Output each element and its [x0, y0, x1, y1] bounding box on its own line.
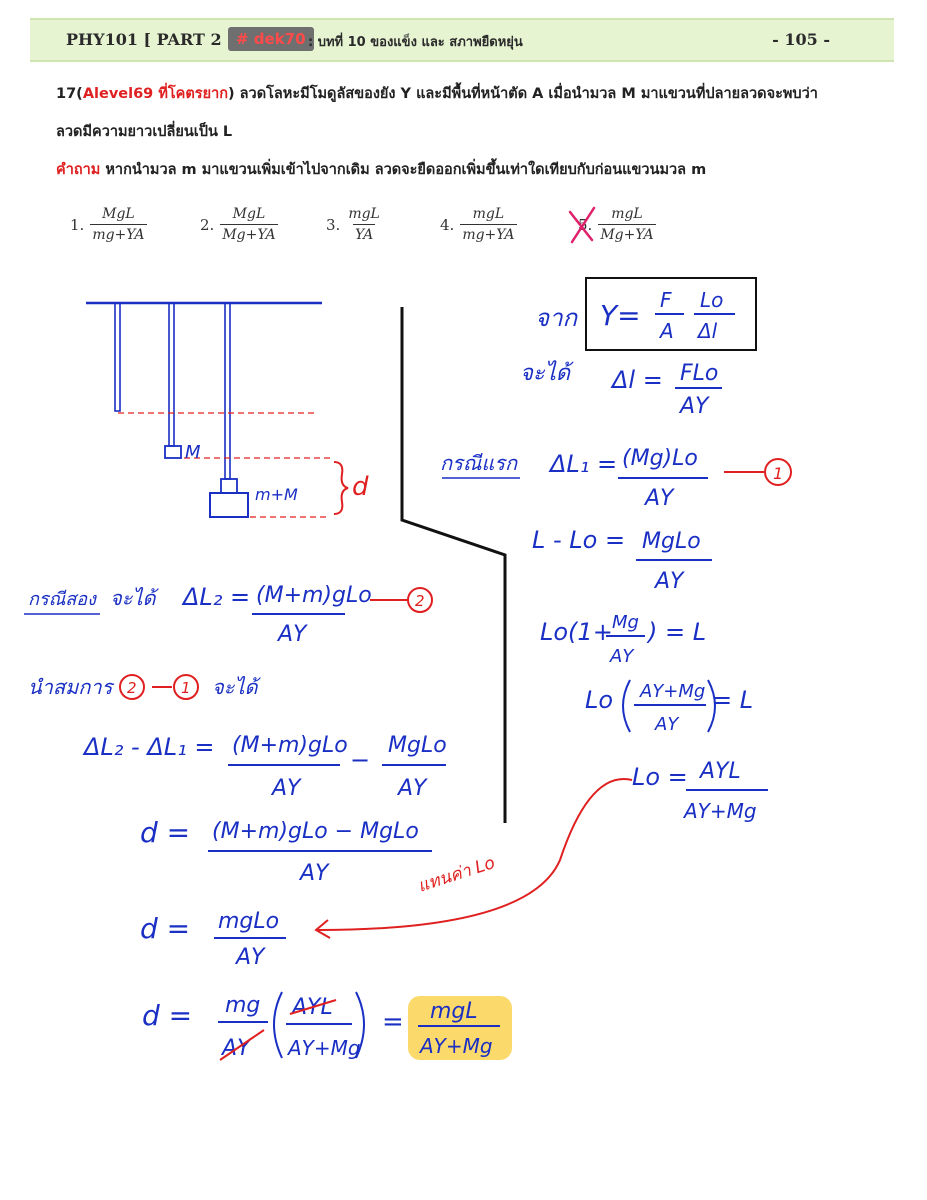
svg-text:(M+m)gLo − MgLo: (M+m)gLo − MgLo [212, 819, 419, 844]
svg-text:MgLo: MgLo [642, 529, 701, 554]
svg-text:ΔL₁ =: ΔL₁ = [548, 450, 617, 478]
left-derivation: กรณีสอง จะได้ ΔL₂ = (M+m)gLo AY 2 นำสมกา… [24, 583, 633, 1061]
course-title: PHY101 [ PART 2 ] [66, 30, 235, 49]
svg-text:1: 1 [773, 464, 783, 483]
svg-text:ΔL₂ =: ΔL₂ = [181, 583, 250, 611]
svg-text:MgLo: MgLo [388, 733, 447, 758]
label-mass-mM: m+M [255, 485, 298, 504]
answer-highlight [408, 996, 512, 1060]
prompt-text: หากนำมวล m มาแขวนเพิ่มเข้าไปจากเดิม ลวดจ… [100, 162, 707, 178]
page-header: PHY101 [ PART 2 ] # dek70 : บทที่ 10 ของ… [30, 18, 894, 62]
answer-denominator: AY+Mg [418, 1034, 493, 1058]
svg-text:d =: d = [140, 912, 190, 945]
svg-text:Lo: Lo [700, 288, 723, 312]
svg-text:จะได้: จะได้ [520, 360, 574, 386]
svg-text:จะได้: จะได้ [110, 586, 160, 610]
svg-text:2: 2 [127, 679, 137, 697]
svg-text:FLo: FLo [680, 361, 718, 386]
chapter-title: : บทที่ 10 ของแข็ง และ สภาพยืดหยุ่น [308, 35, 523, 50]
svg-text:1: 1 [181, 679, 191, 697]
page-number: - 105 - [772, 30, 830, 49]
svg-text:AY: AY [653, 569, 685, 594]
svg-text:A: A [658, 319, 674, 343]
svg-text:Δl: Δl [696, 319, 718, 343]
svg-text:F: F [660, 288, 672, 312]
svg-text:Y=: Y= [600, 299, 641, 332]
svg-text:กรณีแรก: กรณีแรก [440, 451, 518, 475]
svg-text:Lo: Lo [585, 686, 613, 714]
question-number: 17( [56, 86, 83, 102]
svg-text:= L: = L [712, 686, 753, 714]
svg-text:mg: mg [225, 993, 260, 1018]
svg-text:2: 2 [415, 592, 425, 610]
svg-text:Lo =: Lo = [632, 763, 688, 791]
svg-text:d =: d = [142, 999, 192, 1032]
svg-text:AY: AY [270, 776, 302, 801]
answer-numerator: mgL [430, 999, 478, 1024]
svg-text:AY: AY [298, 861, 330, 886]
svg-text:AY: AY [654, 714, 680, 735]
formula-box [585, 277, 757, 351]
right-derivation: จาก Y= F A Lo Δl จะได้ Δl = FLo AY กรณีแ… [440, 277, 792, 823]
svg-text:AY: AY [609, 646, 635, 667]
question-prompt: คำถาม หากนำมวล m มาแขวนเพิ่มเข้าไปจากเดิ… [56, 158, 706, 181]
svg-text:กรณีสอง: กรณีสอง [28, 589, 97, 610]
label-mass-M: M [185, 442, 201, 463]
hashtag-badge: # dek70 [228, 27, 314, 51]
svg-text:ΔL₂ - ΔL₁ =: ΔL₂ - ΔL₁ = [82, 733, 214, 761]
svg-text:AYL: AYL [698, 759, 741, 784]
svg-text:AY+Mg: AY+Mg [286, 1036, 361, 1060]
svg-text:จะได้: จะได้ [212, 675, 262, 699]
svg-text:Mg: Mg [612, 612, 639, 633]
question-line-2: ลวดมีความยาวเปลี่ยนเป็น L [56, 120, 232, 143]
question-line-1: 17(Alevel69 ที่โคตรยาก) ลวดโลหะมีโมดูลัส… [56, 82, 818, 105]
substitution-note: แทนค่า Lo [415, 853, 497, 897]
svg-text:AY+Mg: AY+Mg [682, 799, 757, 823]
svg-text:นำสมการ: นำสมการ [28, 675, 115, 699]
answer-cross-mark [568, 206, 596, 244]
question-text-1: ) ลวดโลหะมีโมดูลัสของยัง Y และมีพื้นที่ห… [228, 86, 818, 102]
svg-text:AY: AY [396, 776, 428, 801]
question-text-2: ลวดมีความยาวเปลี่ยนเป็น L [56, 124, 233, 140]
section-divider [400, 307, 507, 823]
svg-text:AY: AY [234, 945, 266, 970]
svg-text:) = L: ) = L [646, 618, 706, 646]
label-d: d [352, 472, 369, 502]
svg-text:AY: AY [276, 622, 308, 647]
svg-text:d =: d = [140, 816, 190, 849]
svg-text:AY+Mg: AY+Mg [639, 681, 705, 702]
svg-text:−: − [350, 746, 370, 774]
question-source: Alevel69 ที่โคตรยาก [82, 86, 228, 102]
svg-text:Δl =: Δl = [610, 366, 663, 394]
svg-text:จาก: จาก [535, 304, 579, 332]
svg-text:=: = [382, 1007, 404, 1037]
svg-text:(M+m)gLo: (M+m)gLo [256, 583, 372, 608]
svg-text:mgLo: mgLo [218, 909, 279, 934]
svg-text:(Mg)Lo: (Mg)Lo [622, 446, 698, 471]
svg-text:AY: AY [643, 486, 675, 511]
svg-text:L - Lo =: L - Lo = [532, 526, 625, 554]
svg-text:(M+m)gLo: (M+m)gLo [232, 733, 348, 758]
svg-text:Lo(1+: Lo(1+ [540, 618, 613, 646]
wire-diagram: M m+M d [86, 301, 369, 518]
prompt-label: คำถาม [56, 162, 101, 178]
svg-text:AY: AY [678, 394, 710, 419]
